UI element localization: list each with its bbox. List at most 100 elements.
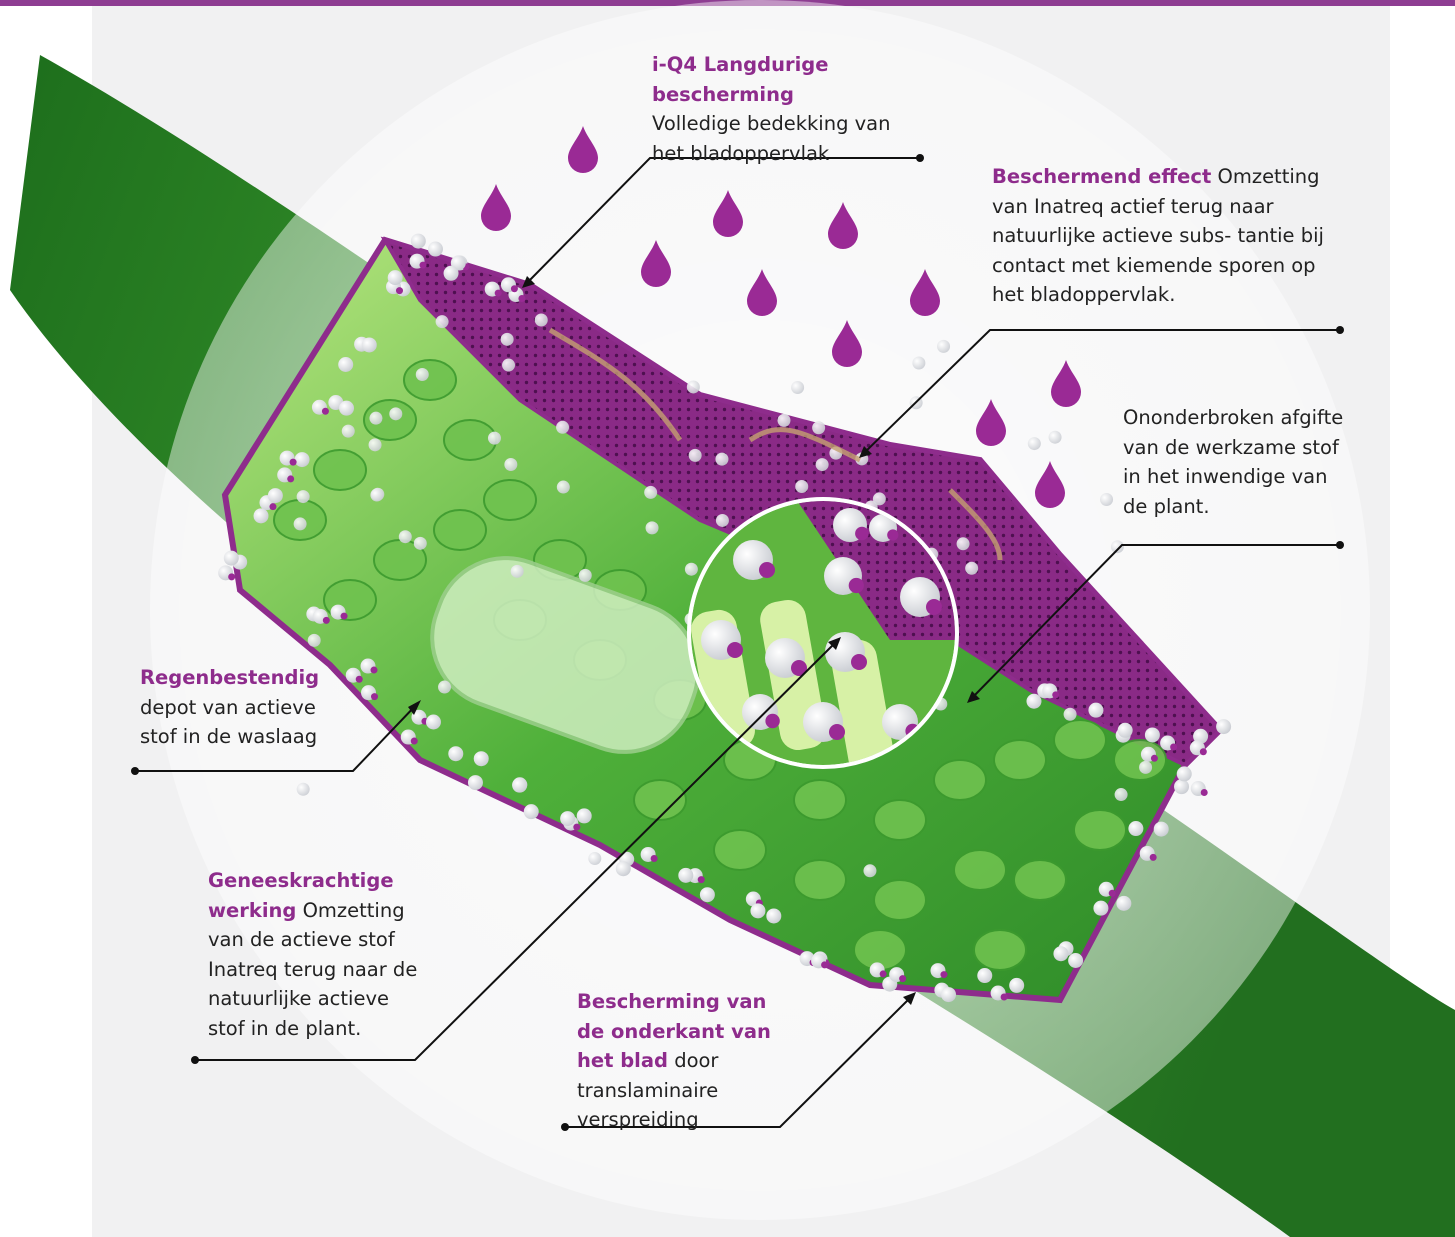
purple-molecule [1109,890,1116,897]
label-protective-line4: contact met kiemende sporen op [992,251,1324,281]
active-substance-sphere [557,481,570,494]
plant-cell [874,800,926,840]
purple-molecule [511,285,518,292]
purple-molecule [322,408,329,415]
active-substance-sphere [1026,694,1041,709]
label-protective-heading: Beschermend effect [992,165,1211,188]
active-substance-sphere [369,438,382,451]
label-protective-line5: het bladoppervlak. [992,280,1324,310]
active-substance-sphere [1145,727,1160,742]
active-substance-sphere [678,868,693,883]
plant-cell [404,360,456,400]
active-substance-sphere [436,315,449,328]
label-curative-line5: stof in de plant. [208,1014,417,1044]
leader-dot-underside [561,1123,569,1131]
active-substance-sphere [338,357,353,372]
purple-molecule [887,529,898,540]
active-substance-sphere [1111,540,1124,553]
leader-dot-curative [191,1056,199,1064]
active-substance-sphere [912,357,925,370]
leader-dot-protective [1336,326,1344,334]
leader-dot-rainfast [131,767,139,775]
purple-molecule [573,824,580,831]
label-curative: Geneeskrachtige werking Omzetting van de… [208,866,417,1043]
active-substance-sphere [588,852,601,865]
active-substance-sphere [777,414,790,427]
label-iq4-heading-line1: i-Q4 Langdurige [652,50,891,80]
active-substance-sphere [224,551,239,566]
plant-cell [1074,810,1126,850]
active-substance-sphere [342,425,355,438]
purple-molecule [851,654,867,670]
plant-cell [1114,740,1166,780]
active-substance-sphere [308,634,321,647]
active-substance-sphere [488,432,501,445]
active-substance-sphere [1118,723,1133,738]
active-substance-sphere [502,359,515,372]
purple-molecule [926,599,942,615]
active-substance-sphere [511,565,524,578]
purple-molecule [290,459,297,466]
label-release-line1: Ononderbroken afgifte [1123,403,1343,433]
active-substance-sphere [388,270,403,285]
plant-cell [994,740,1046,780]
active-substance-sphere [687,380,700,393]
active-substance-sphere [416,368,429,381]
purple-molecule [651,855,658,862]
leader-dot-release [1336,541,1344,549]
label-protective-line1: Omzetting [1217,165,1319,188]
purple-molecule [228,573,235,580]
active-substance-sphere [474,751,489,766]
purple-molecule [341,613,348,620]
plant-cell [954,850,1006,890]
label-release-line3: in het inwendige van [1123,462,1343,492]
active-substance-sphere [512,778,527,793]
active-substance-sphere [700,887,715,902]
active-substance-sphere [715,453,728,466]
active-substance-sphere [816,458,829,471]
purple-molecule [727,642,743,658]
label-protective-line2: van Inatreq actief terug naar [992,192,1324,222]
label-rainfast: Regenbestendig depot van actieve stof in… [140,663,319,752]
active-substance-sphere [689,449,702,462]
plant-cell [714,830,766,870]
purple-molecule [849,578,864,593]
label-iq4: i-Q4 Langdurige bescherming Volledige be… [652,50,891,168]
active-substance-sphere [977,968,992,983]
active-substance-sphere [1064,708,1077,721]
label-curative-heading-line1: Geneeskrachtige [208,866,417,896]
active-substance-sphere [438,681,451,694]
label-underside: Bescherming van de onderkant van het bla… [577,987,771,1135]
active-substance-sphere [411,234,426,249]
active-substance-sphere [295,452,310,467]
leader-dot-iq4 [916,154,924,162]
active-substance-sphere [1115,788,1128,801]
active-substance-sphere [1093,901,1108,916]
label-protective-effect: Beschermend effect Omzetting van Inatreq… [992,162,1324,310]
active-substance-sphere [448,746,463,761]
label-curative-line1: Omzetting [303,899,405,922]
label-underside-heading-line3: het blad [577,1049,668,1072]
active-substance-sphere [426,714,441,729]
purple-molecule [356,676,363,683]
plant-cell [794,780,846,820]
active-substance-sphere [1068,953,1083,968]
active-substance-sphere [1177,766,1192,781]
label-continuous-release: Ononderbroken afgifte van de werkzame st… [1123,403,1343,521]
active-substance-sphere [791,381,804,394]
label-curative-heading-line2: werking [208,899,296,922]
active-substance-sphere [863,864,876,877]
label-curative-line3: Inatreq terug naar de [208,955,417,985]
active-substance-sphere [1128,821,1143,836]
purple-molecule [940,971,947,978]
active-substance-sphere [253,508,268,523]
purple-molecule [371,693,378,700]
label-underside-line3: verspreiding [577,1105,771,1135]
active-substance-sphere [957,537,970,550]
purple-molecule [323,617,330,624]
purple-molecule [1052,691,1059,698]
plant-cell [794,860,846,900]
active-substance-sphere [685,563,698,576]
plant-cell [434,510,486,550]
active-substance-sphere [646,521,659,534]
